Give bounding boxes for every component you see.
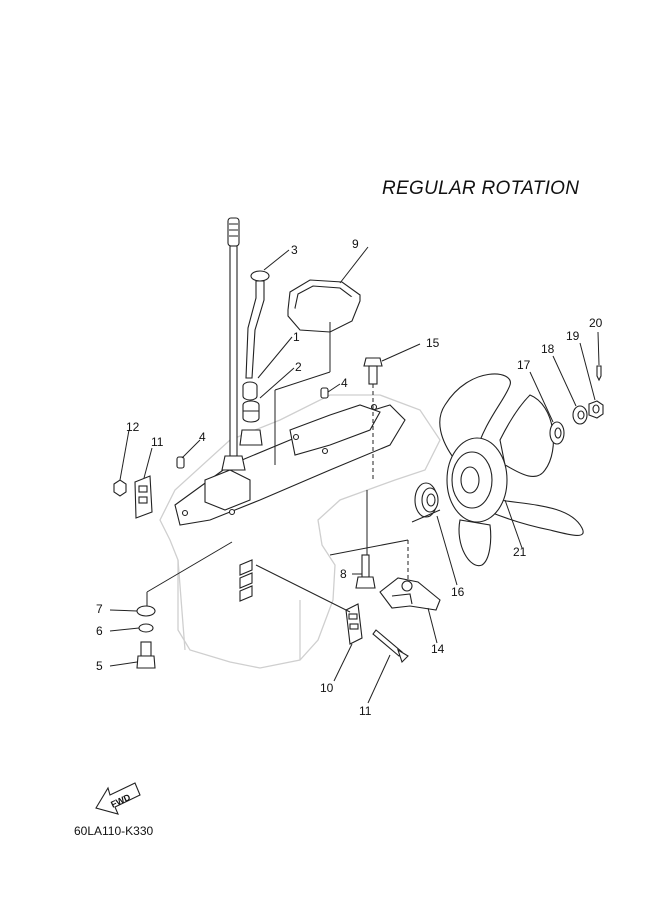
forward-arrow-icon: FWD [95,782,141,815]
part-4-dowel-pin-left [176,456,185,469]
callout-20: 20 [589,316,603,330]
callout-12: 11 [359,704,372,718]
part-7-washer [136,605,156,617]
part-11-anode [134,475,153,519]
callout-16: 16 [451,585,465,599]
callout-6: 6 [96,624,103,638]
part-16-thrust-washer [414,482,439,518]
callout-2: 2 [295,360,302,374]
callout-18: 18 [541,342,555,356]
callout-4-right: 4 [341,376,348,390]
tube-holder [239,429,263,446]
callout-15: 15 [426,336,440,350]
callout-13: 12 [126,420,140,434]
part-9-gasket [287,279,361,333]
part-4-dowel-pin-right [320,387,329,399]
leader-lines [109,246,600,704]
document-id: 60LA110-K330 [74,824,154,838]
callout-7: 7 [96,602,103,616]
part-12-screw [372,629,409,664]
part-19-nut [588,400,604,419]
callout-14: 14 [431,642,445,656]
callout-19: 19 [566,329,580,343]
callout-3: 3 [291,243,298,257]
callout-4-left: 4 [199,430,206,444]
part-5-bolt [136,641,156,669]
part-10-anode [345,603,363,645]
part-14-trim-tab [379,577,441,611]
part-8-bolt [355,554,376,589]
part-13-nut [113,479,127,497]
diagram-title: REGULAR ROTATION [382,178,580,199]
callout-1: 1 [293,330,300,344]
callout-5: 5 [96,659,103,673]
callout-9: 9 [352,237,359,251]
callout-21: 21 [513,545,527,559]
part-20-cotter-pin [596,365,602,382]
part-21-propeller [439,373,584,567]
part-15-bolt [363,357,383,385]
part-3-water-tube [245,270,270,379]
callout-8: 8 [340,567,347,581]
drive-shaft [221,217,246,471]
part-6-washer [138,623,154,633]
callout-11: 11 [151,435,164,449]
part-1-grommet [242,381,258,401]
part-17-spacer [549,421,565,445]
part-2-seal [242,400,260,423]
assembly-lines [146,322,441,613]
callout-10: 10 [320,681,334,695]
part-18-washer [572,405,588,425]
callout-17: 17 [517,358,531,372]
callout-numbers: 1 2 3 4 4 5 6 7 8 9 10 11 12 11 14 15 16… [96,237,603,718]
